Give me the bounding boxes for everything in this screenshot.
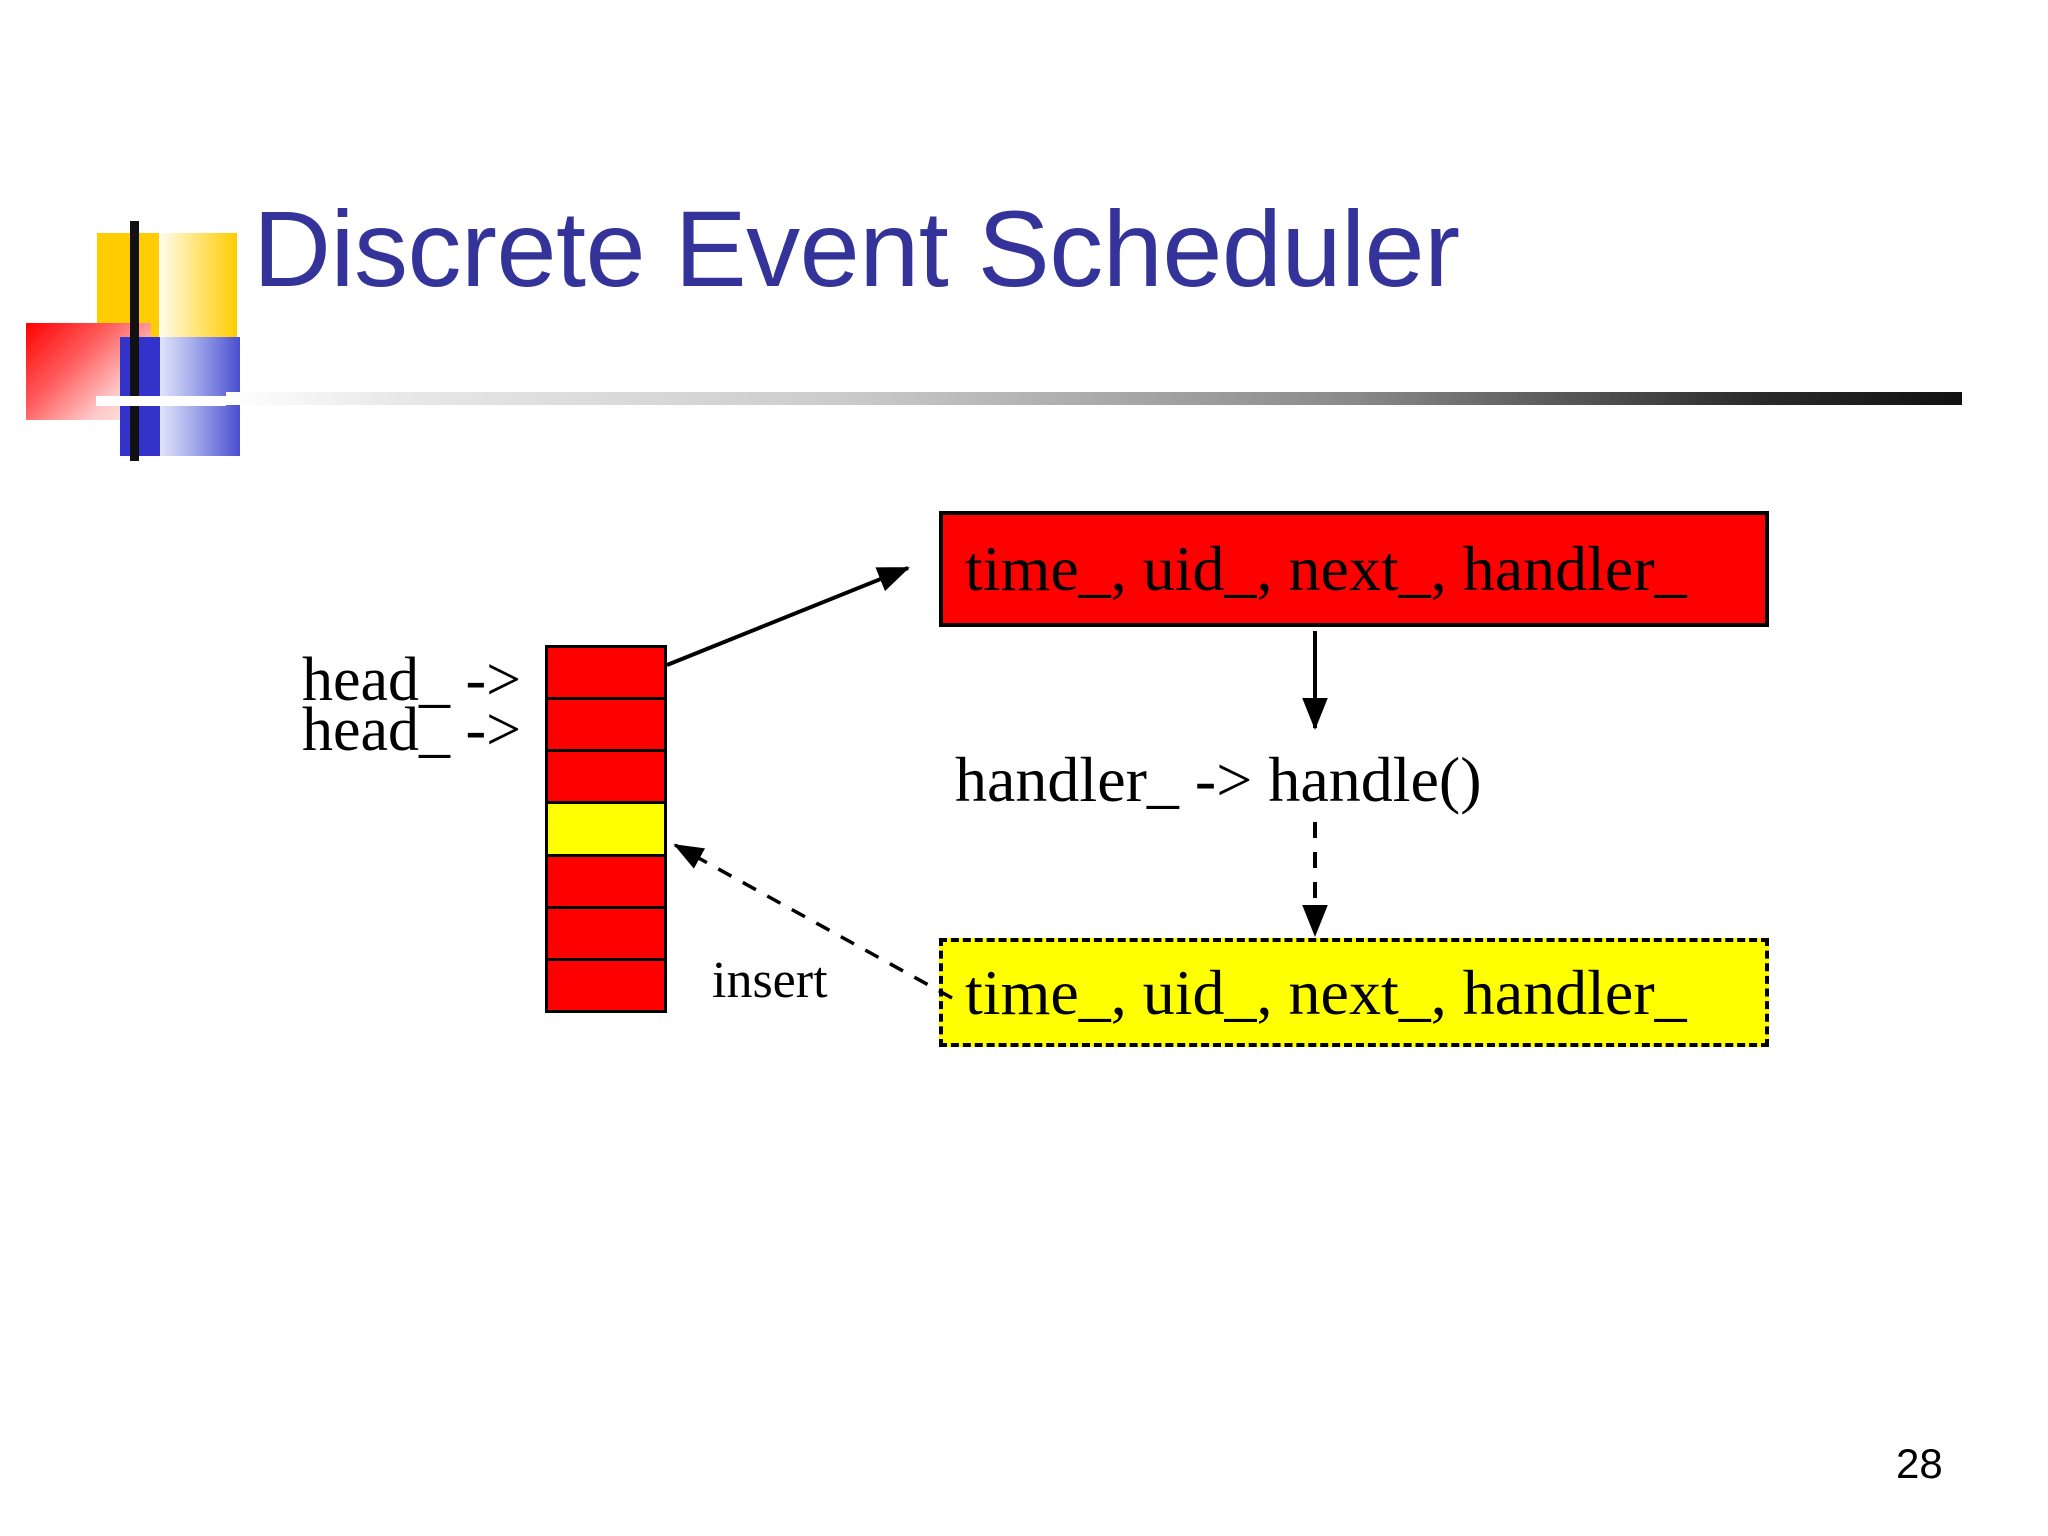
queue-cell — [545, 749, 667, 802]
insert-label: insert — [712, 952, 828, 1009]
title-divider-rule — [226, 392, 1962, 405]
queue-cell — [545, 645, 667, 698]
queue-cell — [545, 957, 667, 1013]
event-record-new-text: time_, uid_, next_, handler_ — [965, 956, 1687, 1028]
page-title: Discrete Event Scheduler — [253, 188, 1460, 309]
head-pointer-label-2: head_ -> — [302, 696, 522, 764]
decoration-yellow-gradient-square — [159, 233, 237, 338]
queue-cell — [545, 697, 667, 750]
head-pointer-label-1: head_ -> — [302, 646, 522, 714]
event-record-head: time_, uid_, next_, handler_ — [939, 511, 1769, 627]
queue-cell — [545, 853, 667, 906]
arrow-head-to-event — [666, 566, 910, 667]
event-record-new: time_, uid_, next_, handler_ — [939, 938, 1769, 1047]
decoration-white-stripe — [96, 396, 226, 406]
decoration-yellow-square — [97, 233, 159, 338]
queue-cell-inserted — [545, 801, 667, 854]
event-record-head-text: time_, uid_, next_, handler_ — [965, 533, 1687, 604]
page-number: 28 — [1896, 1440, 1943, 1487]
handler-dispatch-label: handler_ -> handle() — [955, 744, 1482, 815]
queue-cell — [545, 905, 667, 958]
decoration-vertical-bar — [130, 221, 139, 461]
event-queue-column — [545, 645, 667, 1013]
